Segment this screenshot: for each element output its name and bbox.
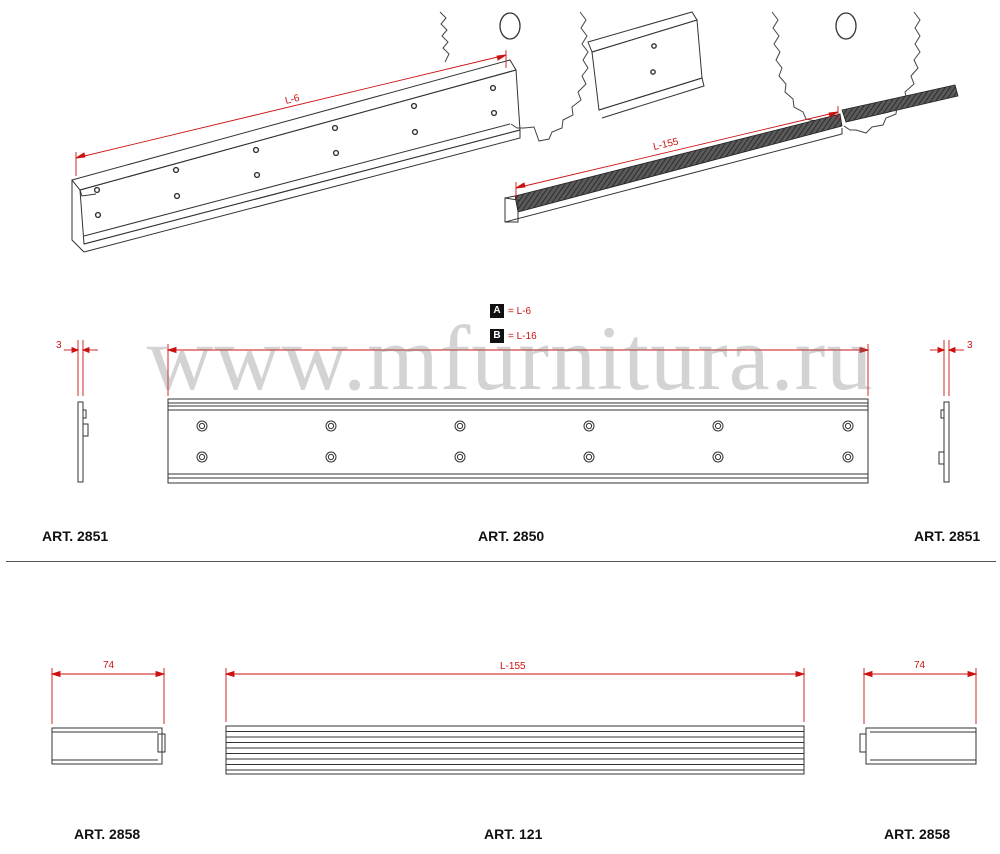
brush-cap-right-art-2858 xyxy=(859,727,977,765)
mounting-hole-inner-1-0 xyxy=(198,453,206,461)
mounting-hole-inner-0-4 xyxy=(714,422,722,430)
dimension-top-rail xyxy=(75,50,507,176)
mounting-hole-inner-1-3 xyxy=(585,453,593,461)
dimension-top-brush xyxy=(515,106,839,198)
end-cap-left-art-2851 xyxy=(77,401,89,483)
dimension-cap-right xyxy=(930,340,964,396)
mounting-holes xyxy=(196,420,854,463)
section-divider xyxy=(6,561,996,562)
mounting-hole-1-1 xyxy=(325,451,337,463)
mounting-hole-inner-0-2 xyxy=(456,422,464,430)
mounting-hole-inner-1-1 xyxy=(327,453,335,461)
label-art-2858-left: ART. 2858 xyxy=(74,826,141,842)
rail-art-2850-front xyxy=(167,398,869,484)
mounting-hole-inner-0-0 xyxy=(198,422,206,430)
brush-cap-left-art-2858 xyxy=(51,727,166,765)
legend-a: A = L-6 xyxy=(490,304,531,318)
mounting-hole-inner-1-4 xyxy=(714,453,722,461)
saw-blade-right xyxy=(771,11,921,134)
legend-value-a: = L-6 xyxy=(508,305,532,317)
mounting-hole-0-1 xyxy=(325,420,337,432)
mounting-hole-0-3 xyxy=(583,420,595,432)
legend-b: B = L-16 xyxy=(490,329,537,343)
mounting-hole-0-0 xyxy=(196,420,208,432)
label-art-121: ART. 121 xyxy=(484,826,543,842)
mounting-hole-inner-0-5 xyxy=(844,422,852,430)
mounting-hole-inner-1-2 xyxy=(456,453,464,461)
dimension-brush-cap-left xyxy=(50,668,166,724)
brush-art-121-perspective xyxy=(504,84,959,223)
dimension-cap-left xyxy=(64,340,98,396)
mounting-hole-inner-1-5 xyxy=(844,453,852,461)
dimension-rail-front xyxy=(166,344,870,396)
mounting-hole-inner-0-1 xyxy=(327,422,335,430)
label-art-2851-left: ART. 2851 xyxy=(42,528,109,544)
label-art-2858-right: ART. 2858 xyxy=(884,826,951,842)
mounting-hole-0-2 xyxy=(454,420,466,432)
mounting-hole-0-4 xyxy=(712,420,724,432)
mounting-hole-1-2 xyxy=(454,451,466,463)
mounting-hole-1-5 xyxy=(842,451,854,463)
mounting-hole-1-0 xyxy=(196,451,208,463)
label-art-2851-right: ART. 2851 xyxy=(914,528,981,544)
dim-label-top-rail: L-6 xyxy=(284,93,301,107)
mounting-hole-1-4 xyxy=(712,451,724,463)
dimension-brush-center xyxy=(224,668,806,722)
end-cap-right-art-2851 xyxy=(938,401,950,483)
mounting-hole-1-3 xyxy=(583,451,595,463)
brush-art-121-front xyxy=(225,725,805,775)
dim-label-brush-cap-right: 74 xyxy=(914,660,926,671)
dim-label-cap-right: 3 xyxy=(967,340,973,351)
legend-key-a: A xyxy=(490,304,504,318)
legend-value-b: = L-16 xyxy=(508,330,537,342)
rail-art-2850-perspective xyxy=(71,11,705,253)
label-art-2850: ART. 2850 xyxy=(478,528,545,544)
mounting-hole-0-5 xyxy=(842,420,854,432)
saw-blade-left xyxy=(439,11,589,142)
dim-label-brush-cap-left: 74 xyxy=(103,660,115,671)
dimension-brush-cap-right xyxy=(862,668,978,724)
mounting-hole-inner-0-3 xyxy=(585,422,593,430)
legend-key-b: B xyxy=(490,329,504,343)
dim-label-brush-center: L-155 xyxy=(500,661,526,672)
dim-label-cap-left: 3 xyxy=(56,340,62,351)
